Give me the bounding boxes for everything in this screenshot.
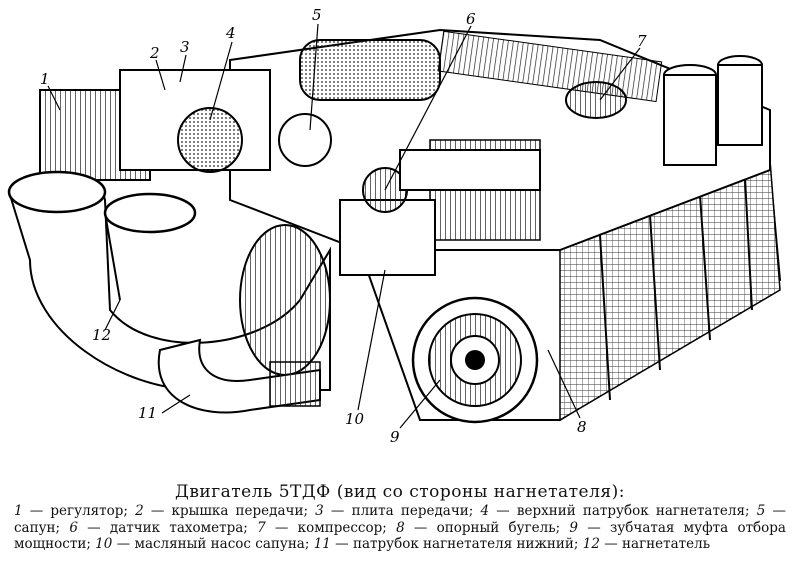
figure-title: Двигатель 5ТДФ (вид со стороны нагнетате…	[175, 482, 625, 502]
callout-7: 7	[637, 32, 647, 50]
legend-number: 5	[756, 503, 766, 519]
callout-9: 9	[390, 428, 400, 446]
transmission-cover	[39, 69, 332, 181]
legend-number: 2	[135, 503, 144, 519]
legend-number: 7	[257, 519, 266, 536]
legend-number: 9	[569, 519, 578, 536]
supercharger	[7, 170, 331, 391]
legend-number: 6	[69, 519, 78, 536]
callout-11: 11	[138, 404, 158, 422]
legend-number: 10	[95, 536, 113, 552]
legend-number: 3	[315, 503, 324, 519]
power-takeoff-coupling	[411, 296, 539, 424]
legend-text: — регулятор;	[22, 503, 136, 519]
legend-number: 11	[313, 536, 331, 552]
legend-number: 1	[14, 503, 23, 519]
legend-number: 8	[396, 519, 405, 536]
legend-text: — сапун;	[14, 503, 786, 536]
legend-text: — патрубок нагнетателя нижний;	[330, 536, 583, 552]
legend-text: — датчик тахометра;	[77, 519, 258, 536]
legend-text: — плита передачи;	[323, 503, 481, 519]
legend-number: 4	[480, 503, 490, 519]
lower-supercharger-pipe	[157, 338, 321, 414]
callout-12: 12	[92, 326, 112, 344]
legend-text: — масляный насос сапуна;	[112, 536, 314, 552]
callout-3: 3	[180, 38, 190, 56]
callout-2: 2	[150, 44, 160, 62]
legend-text: — компрессор;	[265, 519, 397, 536]
callout-6: 6	[466, 10, 476, 28]
legend-text: — верхний патрубок нагнетателя;	[489, 503, 757, 519]
legend-number: 12	[582, 536, 600, 552]
callout-10: 10	[345, 410, 365, 428]
callout-1: 1	[40, 70, 50, 88]
legend-text: — опорный бугель;	[404, 519, 570, 536]
engine-illustration: 1 2 3 4 5 6 7 8 9 10 11 12	[7, 6, 782, 446]
engine-drawing	[7, 23, 782, 429]
figure-legend: 1 — регулятор; 2 — крышка передачи; 3 — …	[14, 503, 786, 553]
callout-4: 4	[226, 24, 236, 42]
callout-8: 8	[577, 418, 587, 436]
front-housings	[339, 149, 541, 276]
legend-text: — крышка передачи;	[143, 503, 316, 519]
legend-text: — нагнетатель	[599, 536, 711, 552]
legend-text: — зубчатая муфта отбора мощности;	[14, 519, 786, 553]
leader-lines	[47, 23, 641, 429]
callout-5: 5	[312, 6, 322, 24]
